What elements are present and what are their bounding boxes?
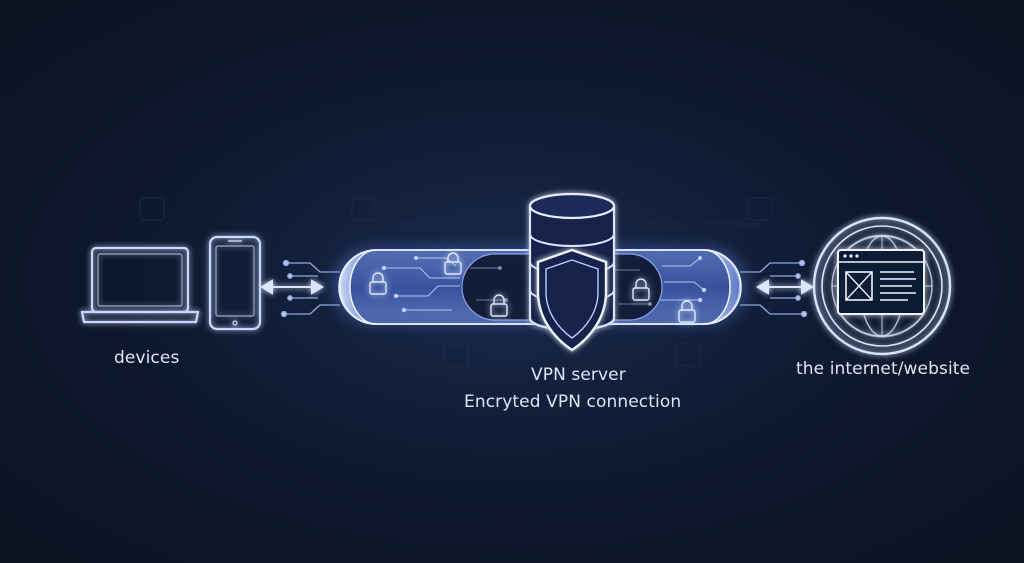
lock-icon <box>678 300 696 323</box>
webpage-icon <box>837 249 925 315</box>
circuit-lines-right <box>740 259 808 318</box>
lock-icon <box>632 278 650 301</box>
smartphone-icon <box>208 235 262 331</box>
background-decoration <box>139 197 887 367</box>
internet-label: the internet/website <box>796 359 971 379</box>
lock-icon <box>490 294 508 317</box>
vpn-server-label: VPN server <box>531 365 626 385</box>
laptop-icon <box>80 246 200 324</box>
bidirectional-arrow-icon <box>260 279 324 295</box>
lock-icon <box>444 252 462 275</box>
shield-icon <box>536 248 608 352</box>
bidirectional-arrow-icon-right <box>756 279 814 295</box>
lock-icon <box>369 272 387 295</box>
circuit-lines-left <box>280 259 340 318</box>
connection-label: Encryted VPN connection <box>464 392 682 412</box>
devices-label: devices <box>114 348 180 368</box>
